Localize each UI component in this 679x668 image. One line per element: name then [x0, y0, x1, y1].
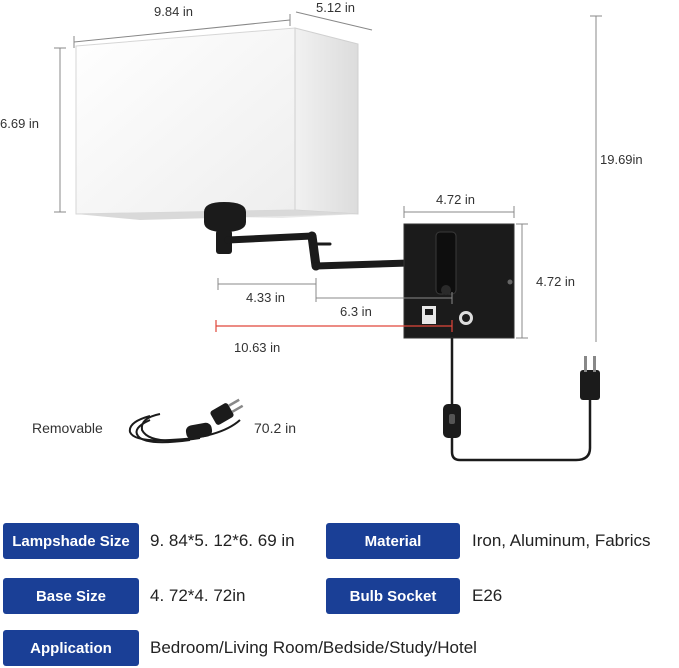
spec-row-base: Base Size 4. 72*4. 72in Bulb Socket E26	[0, 578, 679, 616]
application-label: Application	[3, 630, 139, 666]
cord-removable-label: Removable	[32, 420, 103, 436]
cord-length-label: 70.2 in	[254, 420, 297, 436]
shade-width-label: 9.84 in	[154, 4, 194, 19]
arm-total-measure	[215, 320, 453, 332]
base-size-label: Base Size	[3, 578, 139, 614]
lampshade-size-label: Lampshade Size	[3, 523, 139, 559]
base-width-label: 4.72 in	[436, 192, 476, 207]
material-value: Iron, Aluminum, Fabrics	[472, 531, 651, 550]
spec-row-application: Application Bedroom/Living Room/Bedside/…	[0, 630, 679, 668]
arm-long-label: 6.3 in	[340, 304, 372, 319]
wall-base	[403, 223, 515, 339]
spec-row-lampshade: Lampshade Size 9. 84*5. 12*6. 69 in Mate…	[0, 523, 679, 561]
lamp-shade	[75, 27, 359, 220]
power-plug-icon	[580, 356, 600, 400]
bulb-socket-value: E26	[472, 586, 503, 605]
application-value: Bedroom/Living Room/Bedside/Study/Hotel	[150, 638, 477, 657]
bulb-socket	[204, 202, 246, 254]
shade-depth-label: 5.12 in	[316, 0, 356, 15]
base-size-value: 4. 72*4. 72in	[150, 586, 246, 605]
base-height-label: 4.72 in	[536, 274, 576, 289]
dimension-lines	[54, 11, 602, 342]
product-diagram: 9.84 in 5.12 in 6.69 in 19.69in 4.72 in …	[0, 0, 643, 462]
total-height-label: 19.69in	[600, 152, 643, 167]
shade-height-label: 6.69 in	[0, 116, 40, 131]
power-cord	[450, 338, 592, 462]
bulb-socket-label: Bulb Socket	[326, 578, 460, 614]
lampshade-size-value: 9. 84*5. 12*6. 69 in	[150, 531, 295, 550]
material-label: Material	[326, 523, 460, 559]
removable-cord-icon	[128, 413, 241, 444]
lamp-illustration	[54, 11, 602, 462]
arm-total-label: 10.63 in	[234, 340, 281, 355]
arm-short-label: 4.33 in	[246, 290, 286, 305]
